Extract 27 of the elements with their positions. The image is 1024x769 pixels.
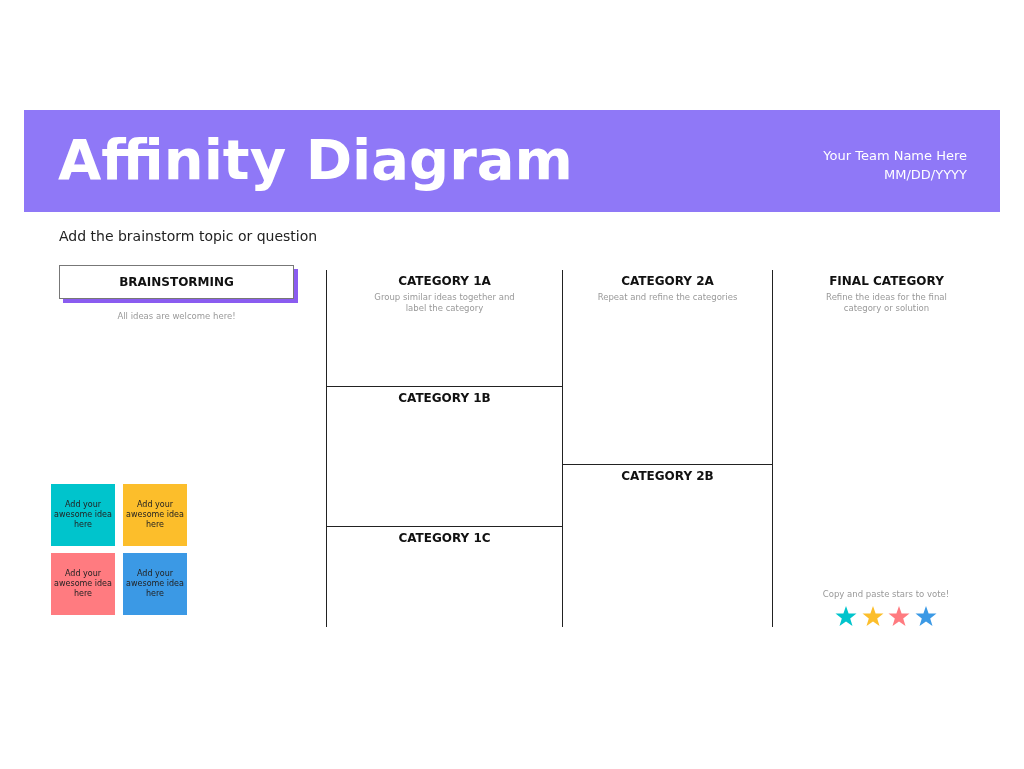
note-text: Add your awesome idea here <box>125 500 185 530</box>
sticky-note <box>123 484 187 546</box>
category-column <box>562 270 772 465</box>
sticky-note <box>51 553 115 615</box>
column-heading: CATEGORY 1A <box>398 274 491 288</box>
column-description: Refine the ideas for the final category or solution <box>825 292 948 314</box>
note-text: Add your awesome idea here <box>53 500 113 530</box>
sticky-note <box>51 484 115 546</box>
column-heading: CATEGORY 2A <box>621 274 714 288</box>
topic-prompt: Add the brainstorm topic or question <box>59 228 318 244</box>
caption-text: All ideas are welcome here! <box>116 311 237 321</box>
column-heading: CATEGORY 2B <box>621 469 714 483</box>
category-column <box>326 270 562 387</box>
vote-instruction: Copy and paste stars to vote! <box>821 589 951 599</box>
title: Affinity Diagram <box>58 126 573 194</box>
column-description: Group similar ideas together and label the category <box>373 292 516 314</box>
column-heading: FINAL CATEGORY <box>829 274 944 288</box>
team-name: Your Team Name Here <box>823 148 967 163</box>
column-description: Repeat and refine the categories <box>596 292 739 303</box>
box-heading: BRAINSTORMING <box>119 275 234 289</box>
sticky-note <box>123 553 187 615</box>
category-column <box>326 387 562 527</box>
note-text: Add your awesome idea here <box>53 569 113 599</box>
note-text: Add your awesome idea here <box>125 569 185 599</box>
column-heading: CATEGORY 1B <box>398 391 491 405</box>
date-text: MM/DD/YYYY <box>884 167 967 182</box>
column-heading: CATEGORY 1C <box>398 531 491 545</box>
